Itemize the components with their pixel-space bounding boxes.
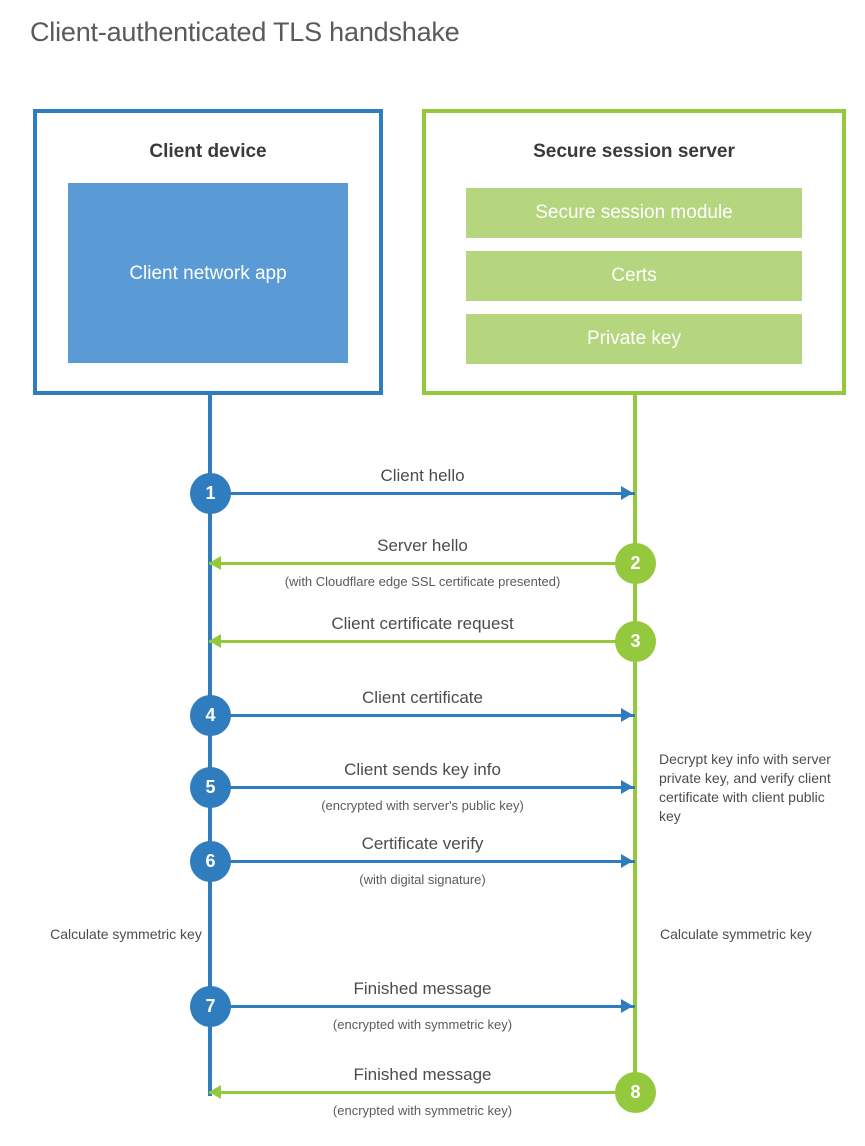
step-circle-1: 1 xyxy=(190,473,231,514)
page-title: Client-authenticated TLS handshake xyxy=(30,17,460,47)
arrow-line-8 xyxy=(209,1091,634,1094)
step-circle-7: 7 xyxy=(190,986,231,1027)
client-device-title: Client device xyxy=(149,141,267,162)
arrow-head-8 xyxy=(209,1085,221,1099)
arrow-line-1 xyxy=(210,492,635,495)
message-label-6: Certificate verify xyxy=(361,834,484,853)
client-device-box: Client device Client network app xyxy=(33,109,383,395)
arrow-head-2 xyxy=(209,556,221,570)
secure-session-module-block: Secure session module xyxy=(466,188,802,238)
server-decrypt-note: Decrypt key info with server private key… xyxy=(659,751,831,824)
arrow-line-2 xyxy=(209,562,634,565)
client-lifeline xyxy=(208,394,212,1096)
message-label-7: Finished message xyxy=(353,979,492,998)
step-circle-4: 4 xyxy=(190,695,231,736)
message-label-8: Finished message xyxy=(353,1065,492,1084)
step-circle-3: 3 xyxy=(615,621,656,662)
message-sublabel-8: (encrypted with symmetric key) xyxy=(332,1103,513,1118)
private-key-block: Private key xyxy=(466,314,802,364)
arrow-head-4 xyxy=(621,708,633,722)
arrow-line-5 xyxy=(210,786,635,789)
certs-block: Certs xyxy=(466,251,802,301)
message-label-2: Server hello xyxy=(377,536,468,555)
client-network-app-block: Client network app xyxy=(68,183,348,363)
message-label-4: Client certificate xyxy=(362,688,483,707)
arrow-head-3 xyxy=(209,634,221,648)
message-sublabel-7: (encrypted with symmetric key) xyxy=(332,1017,513,1032)
step-circle-5: 5 xyxy=(190,767,231,808)
secure-session-server-box: Secure session server Secure session mod… xyxy=(422,109,846,395)
message-sublabel-2: (with Cloudflare edge SSL certificate pr… xyxy=(284,574,561,589)
server-lifeline xyxy=(633,394,637,1094)
step-circle-6: 6 xyxy=(190,841,231,882)
arrow-line-4 xyxy=(210,714,635,717)
arrow-head-7 xyxy=(621,999,633,1013)
message-label-3: Client certificate request xyxy=(331,614,514,633)
arrow-line-6 xyxy=(210,860,635,863)
secure-session-server-title: Secure session server xyxy=(533,141,735,162)
arrow-line-3 xyxy=(209,640,634,643)
step-circle-8: 8 xyxy=(615,1072,656,1113)
client-calculate-symmetric-key-note: Calculate symmetric key xyxy=(50,926,202,942)
arrow-line-7 xyxy=(210,1005,635,1008)
arrow-head-1 xyxy=(621,486,633,500)
arrow-head-6 xyxy=(621,854,633,868)
message-sublabel-5: (encrypted with server's public key) xyxy=(321,798,524,813)
arrow-head-5 xyxy=(621,780,633,794)
step-circle-2: 2 xyxy=(615,543,656,584)
server-calculate-symmetric-key-note: Calculate symmetric key xyxy=(660,926,812,942)
message-label-1: Client hello xyxy=(380,466,465,485)
message-label-5: Client sends key info xyxy=(344,760,501,779)
message-sublabel-6: (with digital signature) xyxy=(359,872,486,887)
